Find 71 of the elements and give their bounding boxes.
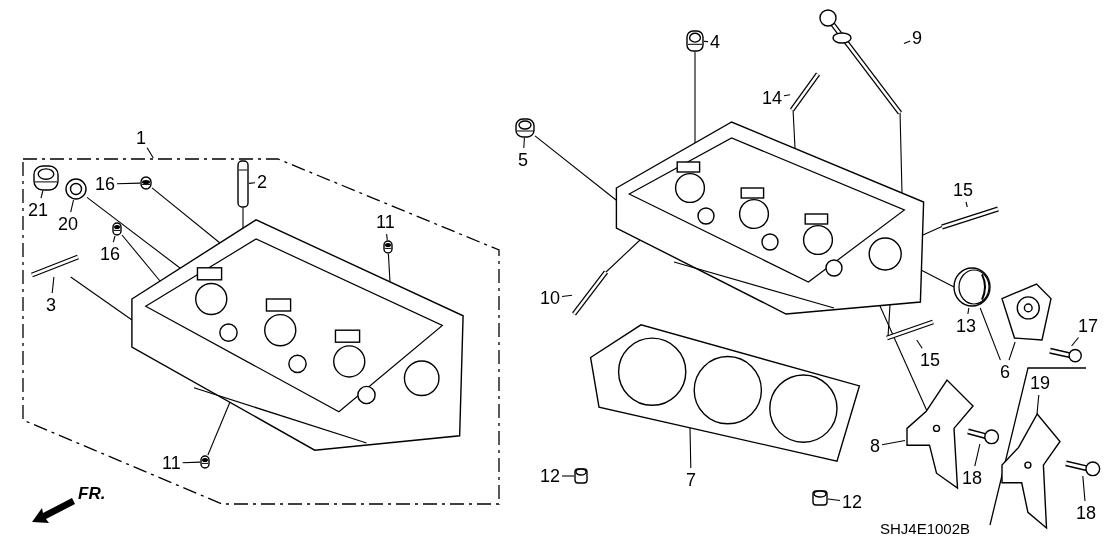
leader-line <box>604 239 641 274</box>
callout-number: 14 <box>762 88 783 108</box>
leader-line <box>922 225 944 236</box>
leader-line <box>979 307 1001 361</box>
leader-line <box>182 461 201 464</box>
leader-line <box>1008 341 1016 361</box>
callout-number: 6 <box>1000 362 1010 382</box>
callout-number: 13 <box>956 316 977 336</box>
leader-line <box>534 135 617 201</box>
callout-number: 5 <box>518 150 528 170</box>
leader-line <box>920 269 955 288</box>
leader-line <box>881 439 906 446</box>
callout-number: 12 <box>842 492 863 512</box>
leader-line <box>965 201 968 208</box>
callout-number: 11 <box>162 453 181 473</box>
callout-number: 20 <box>58 214 79 234</box>
leader-line <box>116 182 141 185</box>
leader-line <box>40 190 44 199</box>
leader-line <box>899 110 903 194</box>
leader-line <box>1082 475 1086 502</box>
callout-number: 21 <box>28 200 49 220</box>
leader-line <box>974 443 981 467</box>
leader-line <box>916 339 923 349</box>
callout-number: 1 <box>136 128 146 148</box>
callout-number: 11 <box>376 212 395 232</box>
leader-line <box>86 196 181 269</box>
leader-line <box>387 253 391 283</box>
callout-number: 3 <box>46 295 56 315</box>
leader-line <box>903 40 911 45</box>
leader-line <box>887 304 891 338</box>
callout-number: 18 <box>962 468 983 488</box>
callout-number: 19 <box>1030 373 1051 393</box>
leader-line <box>561 294 573 298</box>
callout-number: 10 <box>540 288 561 308</box>
callout-number: 16 <box>95 174 116 194</box>
leader-line <box>51 276 55 294</box>
leader-line <box>70 199 75 213</box>
leader-line <box>112 235 116 243</box>
callout-number: 17 <box>1078 316 1099 336</box>
leader-line <box>523 137 525 149</box>
callout-number: 8 <box>870 436 880 456</box>
callout-number: 4 <box>710 32 720 52</box>
front-direction-label: FR. <box>78 484 106 504</box>
callout-number: 15 <box>920 350 941 370</box>
callout-number: 12 <box>540 466 561 486</box>
callout-number: 15 <box>953 180 974 200</box>
leader-line <box>967 307 970 315</box>
leader-line <box>703 40 709 43</box>
leader-line <box>151 187 221 244</box>
leader-line <box>1036 394 1040 415</box>
leader-line <box>242 207 244 229</box>
leader-line <box>207 401 231 456</box>
callout-number: 16 <box>100 244 121 264</box>
callout-number: 2 <box>257 172 267 192</box>
leader-line <box>783 94 791 97</box>
leader-line <box>121 234 161 282</box>
callout-number: 18 <box>1076 503 1097 523</box>
leader-line <box>689 427 692 469</box>
leader-line <box>248 182 256 184</box>
leader-line <box>561 475 575 477</box>
callout-number: 9 <box>912 28 922 48</box>
leader-line <box>694 51 696 144</box>
leader-line <box>1071 336 1080 347</box>
leader-line <box>146 147 154 159</box>
callout-number: 7 <box>686 470 696 490</box>
leader-line <box>70 276 133 321</box>
leader-line <box>792 108 796 149</box>
diagram-code: SHJ4E1002B <box>880 520 971 537</box>
leader-line <box>879 305 928 412</box>
leader-line <box>827 498 841 502</box>
leader-line <box>386 233 388 241</box>
